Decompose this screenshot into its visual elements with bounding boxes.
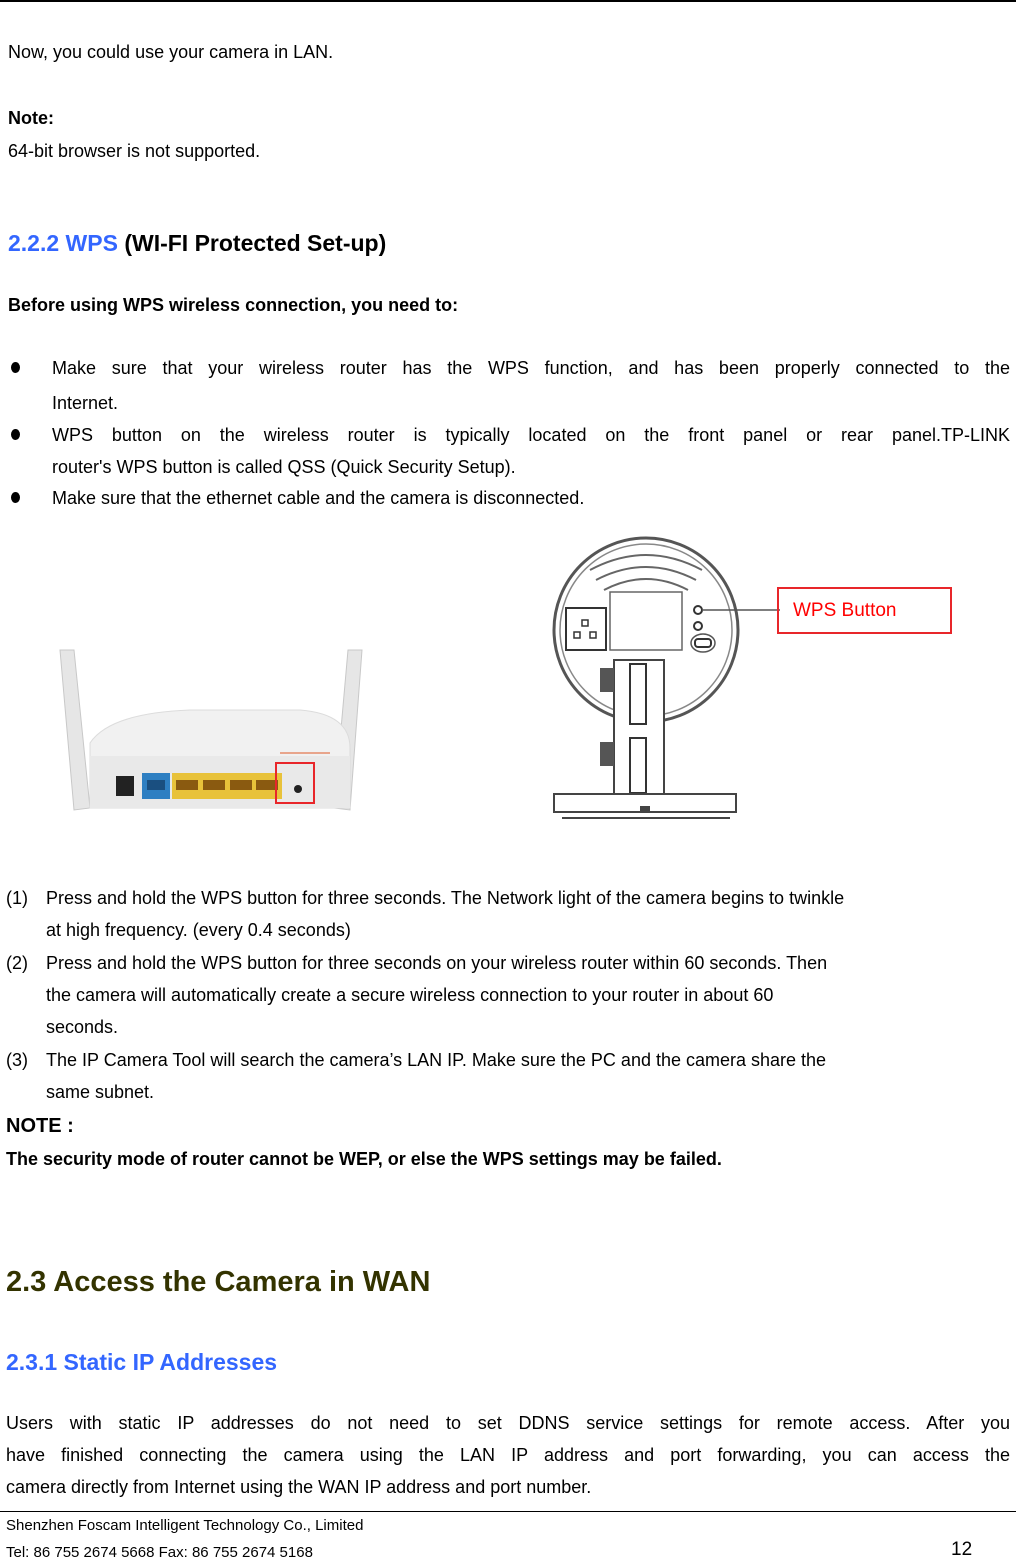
bullet-line: Internet.	[52, 393, 119, 413]
camera-rear-icon	[552, 536, 780, 819]
paragraph-line: have finished connecting the camera usin…	[6, 1445, 1010, 1465]
camera-diagram	[550, 530, 780, 825]
step-1: Press and hold the WPS button for three …	[46, 888, 1010, 908]
paragraph-line: camera directly from Internet using the …	[6, 1477, 592, 1497]
footer-rule	[0, 1511, 1016, 1512]
paragraph-line-wrap: have finished connecting the camera usin…	[6, 1445, 1010, 1465]
top-rule	[0, 0, 1016, 2]
page-number: 12	[951, 1539, 973, 1560]
bullet-line: Make sure that your wireless router has …	[52, 358, 1010, 378]
step-line: the camera will automatically create a s…	[46, 985, 774, 1005]
section-number-title: 2.2.2 WPS	[8, 230, 118, 256]
static-ip-paragraph: Users with static IP addresses do not ne…	[6, 1413, 1010, 1433]
bullet-icon	[11, 492, 20, 503]
wps-note-text: The security mode of router cannot be WE…	[6, 1149, 722, 1169]
bullet-item-1: Make sure that your wireless router has …	[52, 358, 1010, 378]
section-heading-2-3-1: 2.3.1 Static IP Addresses	[6, 1349, 278, 1375]
step-line: Press and hold the WPS button for three …	[46, 888, 845, 908]
router-image	[50, 648, 380, 818]
note-label: Note:	[8, 108, 54, 128]
section-heading-2-2-2: 2.2.2 WPS (WI-FI Protected Set-up)	[8, 230, 386, 256]
bullet-icon	[11, 429, 20, 440]
bullet-line: WPS button on the wireless router is typ…	[52, 425, 1010, 445]
step-3: The IP Camera Tool will search the camer…	[46, 1050, 827, 1070]
intro-line: Now, you could use your camera in LAN.	[8, 42, 334, 62]
bullet-line: router's WPS button is called QSS (Quick…	[52, 457, 516, 477]
step-line: same subnet.	[46, 1082, 155, 1102]
footer-contact: Tel: 86 755 2674 5668 Fax: 86 755 2674 5…	[6, 1544, 313, 1561]
bullet-item-2: WPS button on the wireless router is typ…	[52, 425, 1010, 445]
router-illustration-icon	[59, 649, 363, 811]
paragraph-line: Users with static IP addresses do not ne…	[6, 1413, 1010, 1433]
step-line: at high frequency. (every 0.4 seconds)	[46, 920, 351, 940]
step-number: (3)	[6, 1050, 28, 1070]
step-number: (1)	[6, 888, 28, 908]
note-text: 64-bit browser is not supported.	[8, 141, 261, 161]
wps-note-label: NOTE :	[6, 1115, 74, 1137]
section-subtitle: (WI-FI Protected Set-up)	[124, 230, 387, 256]
wps-button-callout: WPS Button	[777, 587, 952, 634]
step-number: (2)	[6, 953, 28, 973]
step-2: Press and hold the WPS button for three …	[46, 953, 828, 973]
bullet-icon	[11, 362, 20, 373]
wps-lead: Before using WPS wireless connection, yo…	[8, 295, 459, 315]
bullet-item-3: Make sure that the ethernet cable and th…	[52, 488, 585, 508]
footer-company: Shenzhen Foscam Intelligent Technology C…	[6, 1517, 364, 1534]
step-line: seconds.	[46, 1017, 119, 1037]
section-heading-2-3: 2.3 Access the Camera in WAN	[6, 1266, 431, 1298]
